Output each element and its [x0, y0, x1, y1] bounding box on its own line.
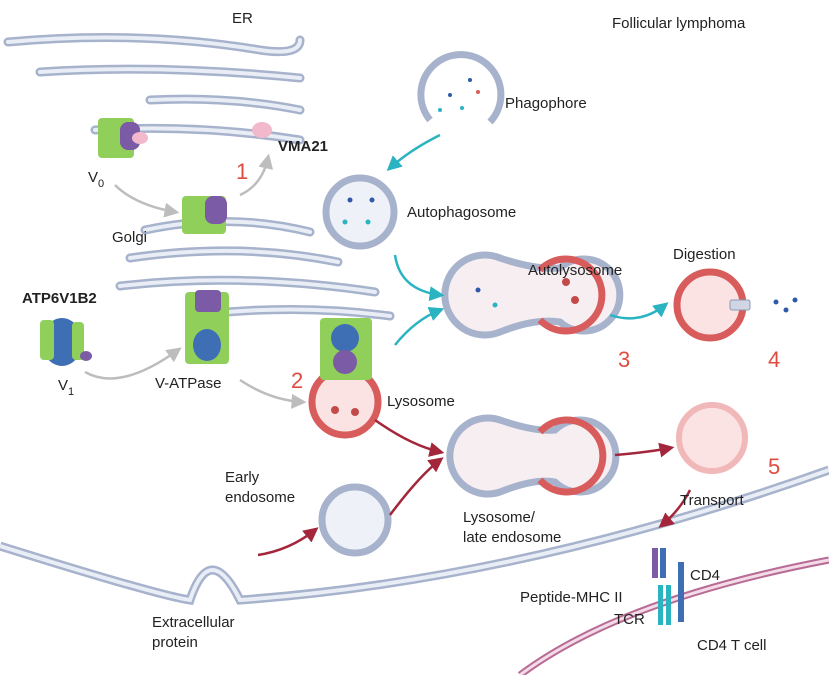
arrows — [84, 133, 692, 557]
label-cd4: CD4 — [690, 567, 720, 584]
vma21-protein — [252, 122, 272, 138]
phagophore — [417, 51, 505, 125]
lysosome-late-endosome — [446, 414, 620, 498]
digestion-lysosome — [673, 268, 798, 342]
transport-vesicle — [676, 402, 748, 474]
label-v1: V1 — [58, 377, 74, 398]
label-lysosome-late-1: Lysosome/ — [463, 509, 536, 526]
label-autolysosome: Autolysosome — [528, 262, 622, 279]
autophagosome — [322, 174, 398, 250]
step-3: 3 — [618, 347, 630, 372]
label-cd4-tcell: CD4 T cell — [697, 637, 766, 654]
vatpase-complex — [185, 290, 229, 364]
autolysosome — [441, 251, 624, 339]
label-early-endosome-2: endosome — [225, 489, 295, 506]
v1-complex — [40, 318, 92, 366]
golgi-vatpase — [182, 196, 227, 234]
step-5: 5 — [768, 454, 780, 479]
label-lysosome: Lysosome — [387, 393, 455, 410]
label-lysosome-late-2: late endosome — [463, 529, 561, 546]
label-early-endosome-1: Early — [225, 469, 260, 486]
early-endosome — [318, 483, 392, 557]
label-tcr: TCR — [614, 611, 645, 628]
label-er: ER — [232, 10, 253, 27]
label-follicular-lymphoma: Follicular lymphoma — [612, 15, 746, 32]
label-phagophore: Phagophore — [505, 95, 587, 112]
label-vma21: VMA21 — [278, 138, 328, 155]
step-4: 4 — [768, 347, 780, 372]
tcell-membrane — [517, 556, 829, 675]
label-extracellular-2: protein — [152, 634, 198, 651]
label-digestion: Digestion — [673, 246, 736, 263]
label-v0: V0 — [88, 169, 104, 190]
label-transport: Transport — [680, 492, 744, 509]
mhc-tcr-receptors — [652, 548, 684, 625]
label-vatpase: V-ATPase — [155, 375, 221, 392]
step-2: 2 — [291, 368, 303, 393]
label-autophagosome: Autophagosome — [407, 204, 516, 221]
step-1: 1 — [236, 159, 248, 184]
lysosome-vatpase — [320, 318, 372, 380]
label-atp6v1b2: ATP6V1B2 — [22, 290, 97, 307]
label-extracellular-1: Extracellular — [152, 614, 235, 631]
v0-complex — [98, 118, 148, 158]
label-peptide-mhc: Peptide-MHC II — [520, 589, 623, 606]
label-golgi: Golgi — [112, 229, 147, 246]
